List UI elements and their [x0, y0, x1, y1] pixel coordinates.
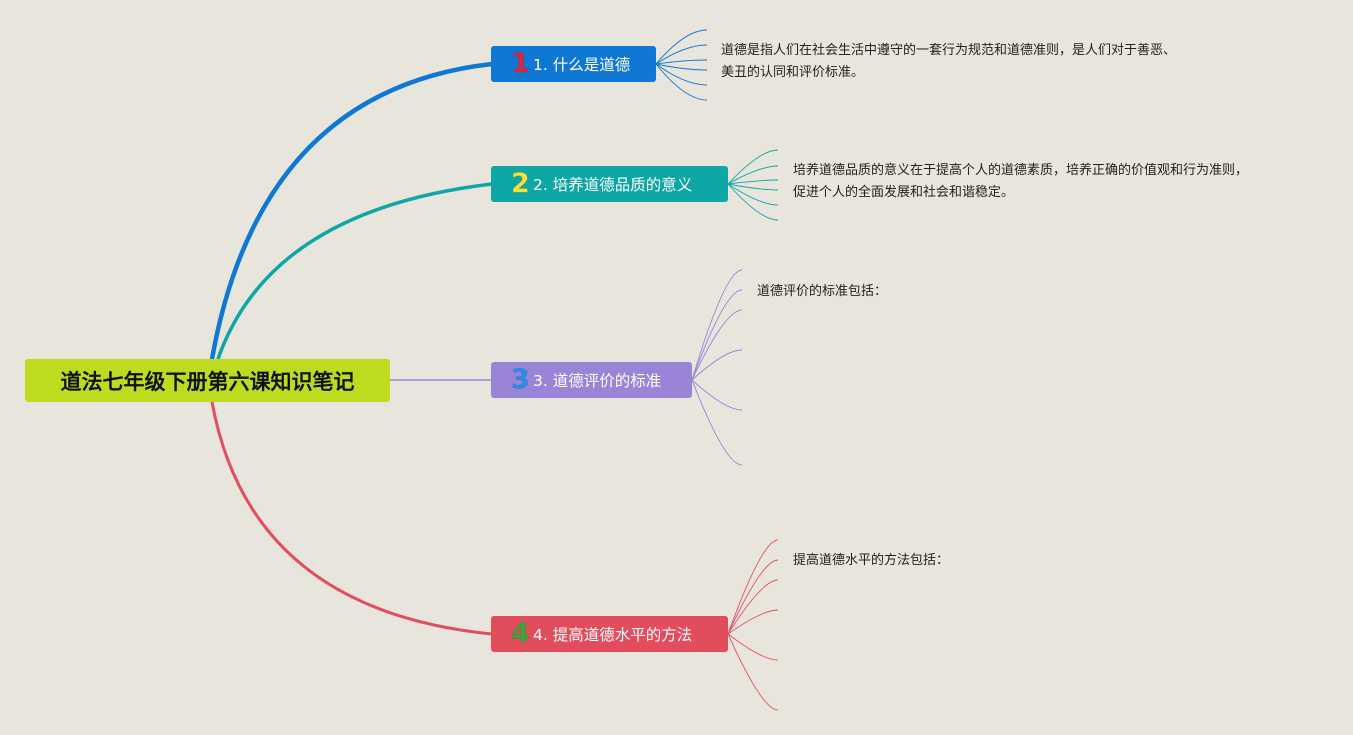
number-marker-4: 4: [511, 618, 530, 649]
number-marker-2: 2: [511, 168, 530, 199]
note-topic-3[interactable]: 道德评价的标准包括：: [757, 281, 887, 303]
note-line: 促进个人的全面发展和社会和谐稳定。: [793, 185, 1015, 200]
note-line: 培养道德品质的意义在于提高个人的道德素质，培养正确的价值观和行为准则，: [793, 163, 1249, 178]
branch-line-topic-4: [210, 401, 493, 636]
note-line: 道德是指人们在社会生活中遵守的一套行为规范和道德准则，是人们对于善恶、: [721, 43, 1177, 58]
topic-label: 1. 什么是道德: [533, 56, 631, 74]
topic-label: 3. 道德评价的标准: [533, 372, 662, 390]
central-topic[interactable]: 道法七年级下册第六课知识笔记: [25, 359, 390, 402]
note-line: 美丑的认同和评价标准。: [721, 65, 865, 80]
branch-line-topic-2: [216, 182, 493, 360]
note-line: 提高道德水平的方法包括：: [793, 553, 950, 568]
number-marker-3: 3: [511, 364, 530, 395]
central-topic-label: 道法七年级下册第六课知识笔记: [60, 369, 355, 394]
number-marker-1: 1: [511, 48, 530, 79]
topic-label: 4. 提高道德水平的方法: [533, 626, 693, 644]
note-topic-4[interactable]: 提高道德水平的方法包括：: [793, 550, 949, 572]
topic-label: 2. 培养道德品质的意义: [533, 176, 693, 194]
branch-line-topic-1: [209, 61, 493, 360]
fan-topic-2: [727, 149, 779, 221]
topic-improve-moral-level[interactable]: 4 4. 提高道德水平的方法: [491, 616, 728, 652]
topic-moral-evaluation-standard[interactable]: 3 3. 道德评价的标准: [491, 362, 692, 398]
note-topic-1[interactable]: 道德是指人们在社会生活中遵守的一套行为规范和道德准则，是人们对于善恶、 美丑的认…: [721, 40, 1176, 84]
fan-topic-3: [691, 269, 743, 466]
note-topic-2[interactable]: 培养道德品质的意义在于提高个人的道德素质，培养正确的价值观和行为准则， 促进个人…: [793, 160, 1248, 204]
topic-what-is-morality[interactable]: 1 1. 什么是道德: [491, 46, 656, 82]
note-line: 道德评价的标准包括：: [757, 284, 888, 299]
fan-topic-4: [727, 539, 779, 711]
fan-topic-1: [655, 29, 708, 101]
topic-meaning-of-moral-character[interactable]: 2 2. 培养道德品质的意义: [491, 166, 728, 202]
